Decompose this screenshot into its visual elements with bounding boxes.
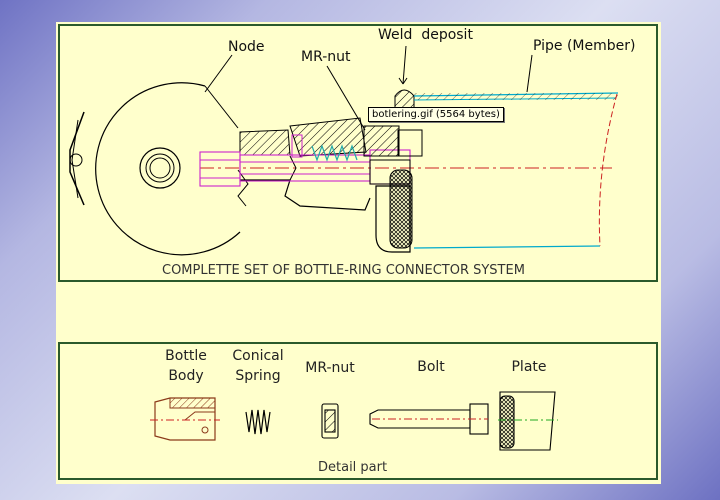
node-sphere bbox=[69, 82, 241, 256]
detail-caption: Detail part bbox=[318, 460, 388, 475]
part-label-plate: Plate bbox=[511, 359, 547, 375]
image-tooltip: botlering.gif (5564 bytes) bbox=[368, 107, 504, 122]
assembly-caption: COMPLETTE SET OF BOTTLE-RING CONNECTOR S… bbox=[162, 263, 525, 278]
detail-plate bbox=[498, 391, 558, 451]
mr-nut-label: MR-nut bbox=[301, 49, 351, 65]
detail-parts-panel bbox=[58, 342, 658, 480]
spring-section bbox=[311, 144, 358, 162]
plate-section bbox=[375, 89, 415, 253]
part-label-bolt: Bolt bbox=[417, 359, 445, 375]
detail-mr-nut bbox=[321, 403, 339, 439]
bottle-body-section bbox=[237, 117, 371, 211]
mr-nut-section bbox=[363, 125, 423, 185]
detail-bottle-body bbox=[150, 397, 220, 441]
weld-deposit-label: Weld deposit bbox=[378, 27, 473, 43]
detail-conical-spring bbox=[245, 409, 271, 435]
part-label-line2: Spring bbox=[235, 368, 281, 384]
node-label: Node bbox=[228, 39, 265, 55]
detail-bolt bbox=[369, 403, 489, 435]
pipe-member-label: Pipe (Member) bbox=[533, 38, 636, 54]
part-label-line1: Bottle bbox=[165, 348, 207, 364]
part-label-line1: Conical bbox=[232, 348, 284, 364]
assembly-panel bbox=[58, 24, 658, 282]
leader-lines bbox=[204, 45, 533, 131]
part-label-mr-nut: MR-nut bbox=[305, 360, 355, 376]
pipe-member bbox=[413, 92, 619, 249]
part-label-bottle-body: Bottle Body bbox=[158, 348, 214, 384]
part-label-conical-spring: Conical Spring bbox=[228, 348, 288, 384]
part-label-line2: Body bbox=[168, 368, 204, 384]
